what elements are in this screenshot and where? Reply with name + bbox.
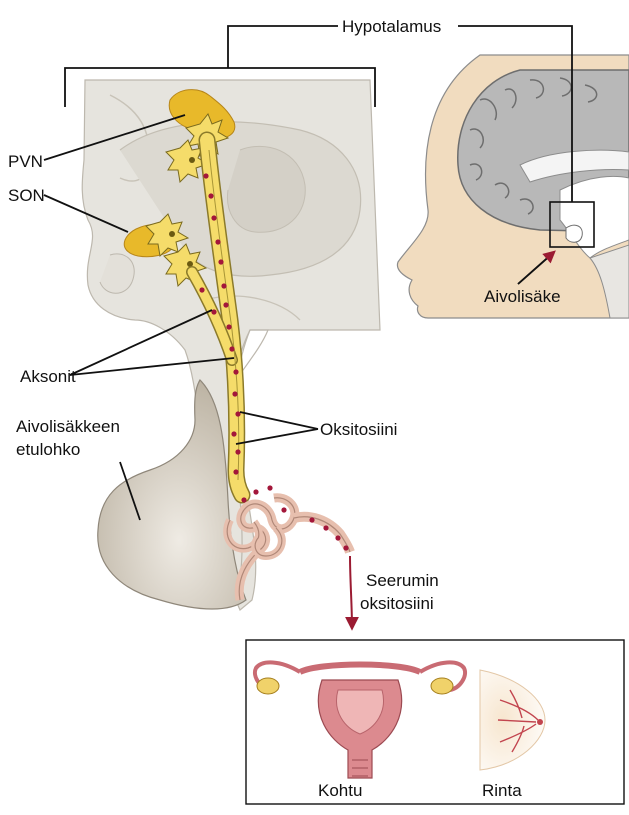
anterior-lobe-label-line1: Aivolisäkkeen — [16, 417, 120, 436]
oxytocin-label: Oksitosiini — [320, 420, 397, 439]
axons-label: Aksonit — [20, 367, 76, 386]
head-inset — [397, 55, 629, 318]
breast-label: Rinta — [482, 781, 522, 800]
serum-oxytocin-label-line1: Seerumin — [366, 571, 439, 590]
serum-arrow — [350, 556, 352, 628]
uterus-label: Kohtu — [318, 781, 362, 800]
serum-oxytocin-label-line2: oksitosiini — [360, 594, 434, 613]
pvn-label: PVN — [8, 152, 43, 171]
anterior-lobe-label-line2: etulohko — [16, 440, 80, 459]
son-label: SON — [8, 186, 45, 205]
hypothalamus-label: Hypotalamus — [342, 17, 441, 36]
pituitary-label: Aivolisäke — [484, 287, 561, 306]
